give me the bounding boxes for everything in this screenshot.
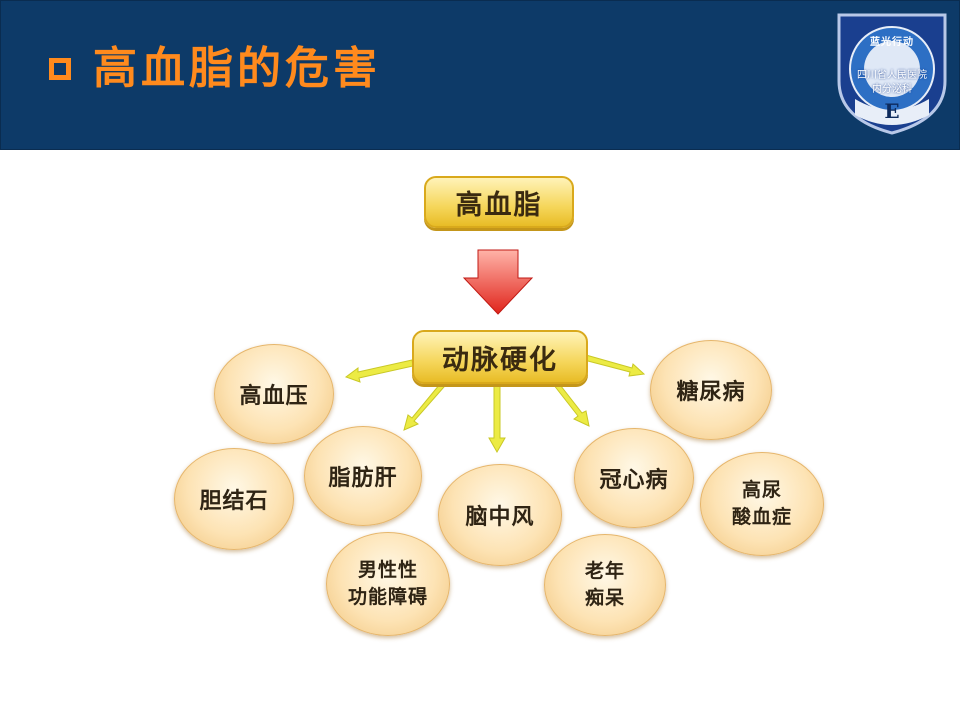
hollow-square-bullet-icon bbox=[49, 58, 71, 80]
header-bar: 高血脂的危害 蓝光行动 四川省人民医院 内分泌科 E bbox=[0, 0, 960, 150]
node-senile-dementia-line1: 老年 bbox=[584, 560, 625, 582]
spoke-arrow-stroke bbox=[488, 383, 506, 454]
node-atherosclerosis-label: 动脉硬化 bbox=[442, 344, 558, 376]
node-atherosclerosis: 动脉硬化 bbox=[412, 330, 588, 384]
node-senile-dementia: 老年 痴呆 bbox=[544, 534, 666, 636]
spoke-arrow-coronary bbox=[552, 380, 590, 427]
node-stroke-label: 脑中风 bbox=[465, 505, 535, 530]
node-coronary-label: 冠心病 bbox=[599, 468, 669, 493]
hospital-logo: 蓝光行动 四川省人民医院 内分泌科 E bbox=[835, 11, 949, 135]
spoke-arrow-hypertension bbox=[344, 359, 414, 383]
node-senile-dementia-line2: 痴呆 bbox=[584, 587, 625, 609]
node-hyperuricemia-line2: 酸血症 bbox=[731, 506, 792, 528]
node-male-dysfunction-line1: 男性性 bbox=[357, 559, 418, 581]
shield-emblem-icon bbox=[837, 13, 947, 135]
node-hyperuricemia-line1: 高尿 bbox=[741, 479, 782, 501]
logo-hospital-line2: 内分泌科 bbox=[872, 84, 912, 95]
node-coronary: 冠心病 bbox=[574, 428, 694, 528]
spoke-arrow-fatty-liver bbox=[403, 383, 445, 431]
node-gallstone: 胆结石 bbox=[174, 448, 294, 550]
logo-hospital-line1: 四川省人民医院 bbox=[857, 70, 927, 81]
down-arrow-icon bbox=[462, 249, 534, 315]
node-hyperlipidemia-label: 高血脂 bbox=[455, 189, 543, 221]
node-gallstone-label: 胆结石 bbox=[199, 489, 269, 514]
node-stroke: 脑中风 bbox=[438, 464, 562, 566]
spoke-arrow-diabetes bbox=[583, 354, 646, 377]
node-fatty-liver-label: 脂肪肝 bbox=[328, 466, 398, 491]
logo-slogan: 蓝光行动 bbox=[870, 37, 914, 48]
node-hypertension-label: 高血压 bbox=[239, 384, 309, 409]
node-diabetes-label: 糖尿病 bbox=[676, 380, 746, 405]
page-title: 高血脂的危害 bbox=[93, 43, 381, 94]
logo-letter: E bbox=[884, 99, 900, 123]
logo-hospital-name: 四川省人民医院 内分泌科 bbox=[835, 69, 949, 97]
node-hypertension: 高血压 bbox=[214, 344, 334, 444]
title-group: 高血脂的危害 bbox=[49, 39, 381, 99]
node-hyperlipidemia: 高血脂 bbox=[424, 176, 574, 228]
node-male-dysfunction-line2: 功能障碍 bbox=[347, 586, 428, 608]
node-hyperuricemia: 高尿 酸血症 bbox=[700, 452, 824, 556]
node-diabetes: 糖尿病 bbox=[650, 340, 772, 440]
node-fatty-liver: 脂肪肝 bbox=[304, 426, 422, 526]
node-male-dysfunction: 男性性 功能障碍 bbox=[326, 532, 450, 636]
